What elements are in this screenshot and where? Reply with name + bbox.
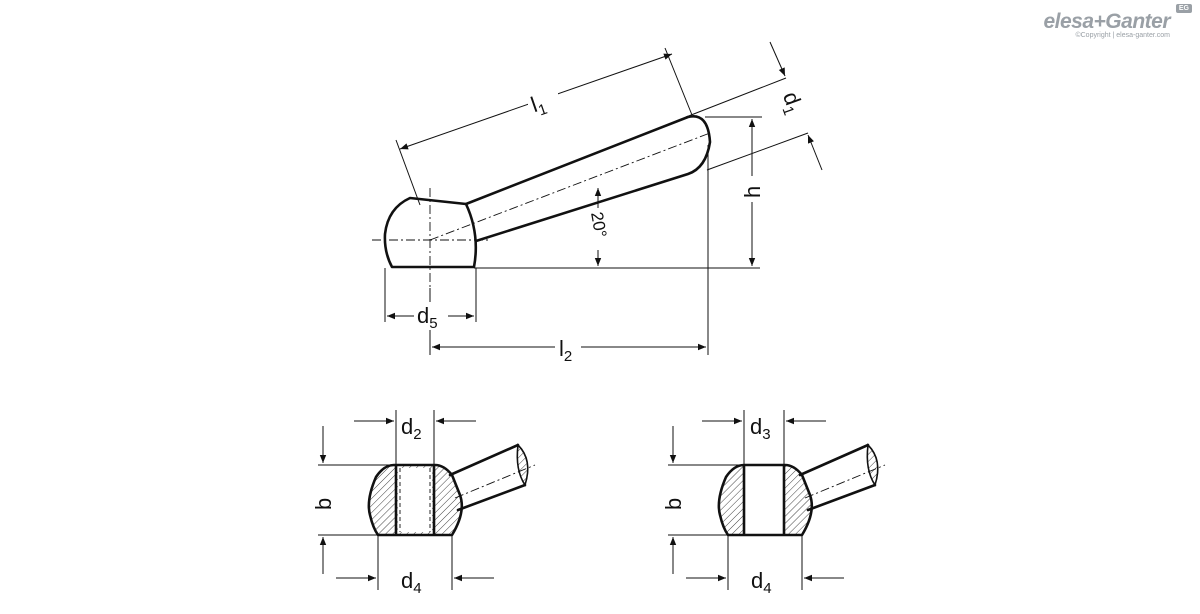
d2-label: d2 — [401, 414, 422, 443]
d2-body-outline — [367, 463, 464, 537]
b-right-label: b — [661, 498, 686, 510]
d1-lower-extension-line — [706, 132, 809, 171]
d5-label-bg — [414, 302, 448, 330]
d2-bore-clear — [398, 468, 432, 532]
d3-label: d3 — [750, 414, 771, 443]
h-label-bg — [740, 176, 764, 202]
arm-centerline — [429, 132, 711, 241]
l1-label-bg — [528, 86, 558, 120]
d3-bore-clear — [744, 466, 784, 534]
d2-arm-centerline — [454, 464, 536, 499]
d3-body-outline — [717, 463, 814, 537]
detail-view-d2: d2 b d4 — [311, 410, 536, 597]
detail-view-d3: d3 b d4 — [661, 410, 886, 597]
d4-left-label: d4 — [401, 568, 422, 597]
angle-label-bg — [586, 208, 610, 250]
lever-arm — [464, 115, 712, 243]
d1-arrow-upper — [769, 41, 786, 77]
l2-label: l2 — [559, 336, 572, 365]
brand-name: elesa+Ganter — [1043, 10, 1170, 33]
brand-copyright: ©Copyright | elesa-ganter.com — [1075, 32, 1170, 39]
d5-label: d5 — [417, 303, 438, 332]
brand-logo: elesa+Ganter ©Copyright | elesa-ganter.c… — [1043, 4, 1192, 39]
brand-badge: EG — [1175, 4, 1192, 13]
b-left-label: b — [311, 498, 336, 510]
l1-left-extension-line — [395, 139, 421, 206]
h-label: h — [740, 186, 765, 198]
main-view: l1 d1 h 20° d5 l2 — [372, 41, 823, 365]
d3-arm-end-hatch — [866, 443, 879, 487]
l1-right-extension-line — [664, 47, 693, 116]
l2-label-bg — [555, 333, 581, 363]
d1-arrow-lower — [807, 134, 823, 171]
d4-right-label: d4 — [751, 568, 772, 597]
d3-arm-stub — [798, 443, 877, 512]
angle-label: 20° — [587, 210, 610, 239]
d1-label: d1 — [774, 88, 808, 117]
d1-upper-extension-line — [685, 77, 787, 118]
d3-arm-centerline — [804, 464, 886, 499]
d2-arm-stub — [448, 443, 527, 512]
d2-arm-end-hatch — [516, 443, 529, 487]
